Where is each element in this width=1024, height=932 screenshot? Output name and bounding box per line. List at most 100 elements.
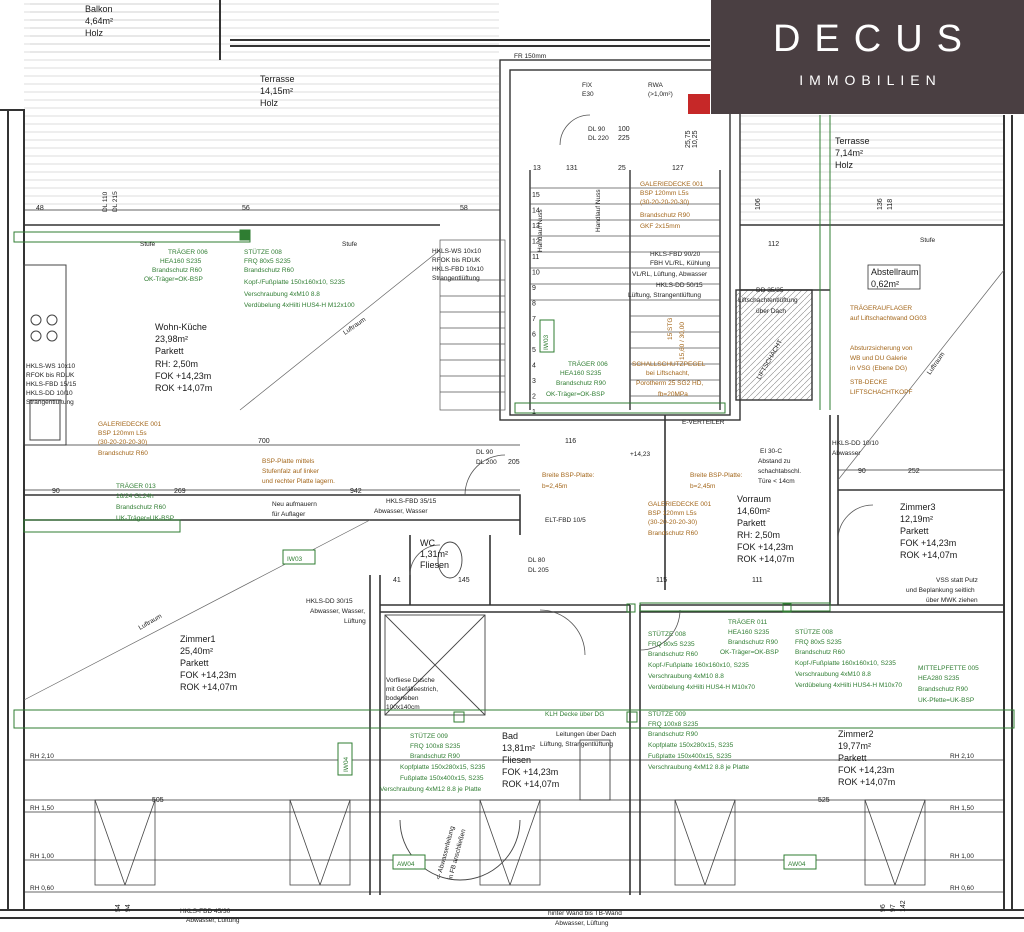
dimension-lines <box>24 209 1004 801</box>
label-rwa2: (>1,0m²) <box>648 91 673 98</box>
room-zimmer1: Zimmer1 25,40m² Parkett FOK +14,23m ROK … <box>180 634 237 692</box>
brand-logo-sub: IMMOBILIEN <box>799 72 942 88</box>
label-mittelpfette-3: Brandschutz R90 <box>918 686 968 693</box>
label-absturz-3: in VSG (Ebene DG) <box>850 365 907 372</box>
label-mittelpfette-2: HEA280 S235 <box>918 675 960 682</box>
label-hkls-fbd4530-2: Abwasser, Lüftung <box>186 917 240 924</box>
dim-112: 112 <box>768 241 779 248</box>
label-leitungen-2: Lüftung, Strangentlüftung <box>540 741 613 748</box>
label-galerie001b-4: Brandschutz R90 <box>640 212 690 219</box>
label-hkls-fbd3515-2: Abwasser, Wasser <box>374 508 428 515</box>
dim-25: 25 <box>618 165 626 172</box>
room-wohnkueche-name: Wohn-Küche <box>155 322 207 332</box>
label-stuetze008b: STÜTZE 008 <box>648 630 686 638</box>
left-stair <box>439 239 506 411</box>
label-mittelpfette: MITTELPFETTE 005 <box>918 665 979 672</box>
dim-131: 131 <box>566 165 578 172</box>
label-hkls-fbd-5: Lüftung, Strangentlüftung <box>628 292 701 299</box>
label-hinter-wand: hinter Wand bis TB-Wand <box>548 910 622 917</box>
label-absturz-4: STB-DECKE <box>850 379 888 386</box>
label-dl90b: DL 90 <box>476 449 493 456</box>
label-rh150b: RH 1,50 <box>950 805 974 812</box>
dim-106: 106 <box>755 198 762 210</box>
label-absturz-2: WB und DU Galerie <box>850 355 907 362</box>
label-galerie001b: GALERIEDECKE 001 <box>640 181 704 188</box>
room-vorraum-area: 14,60m² <box>737 506 770 516</box>
bathroom-fixtures <box>384 541 611 881</box>
label-stufe-1: Stufe <box>140 241 156 248</box>
brand-logo-main: DECUS <box>772 18 977 60</box>
label-rh210b: RH 2,10 <box>950 753 974 760</box>
label-stuetze008c-4: Kopf-/Fußplatte 160x160x10, S235 <box>795 660 896 667</box>
label-galerie001a-4: Brandschutz R60 <box>98 450 148 457</box>
dim-97: 97 <box>890 904 897 912</box>
stair-step-number: 9 <box>532 285 536 292</box>
room-zimmer3-rok: ROK +14,07m <box>900 550 957 560</box>
room-terrasse-1: Terrasse 14,15m² Holz <box>260 74 295 108</box>
room-abstellraum-name: Abstellraum <box>871 267 919 277</box>
label-traeger006b-2: HEA160 S235 <box>560 370 602 377</box>
label-stuetze008b-6: Verdübelung 4xHilti HUS4-H M10x70 <box>648 684 755 691</box>
label-stuetze008c-3: Brandschutz R60 <box>795 649 845 656</box>
stair-step-number: 8 <box>532 301 536 308</box>
room-abstellraum: Abstellraum 0,62m² <box>867 264 921 290</box>
label-dusche-4: 100x140cm <box>386 704 420 711</box>
label-galerie001a-2: BSP 120mm L5s <box>98 430 147 437</box>
label-stuetze008c: STÜTZE 008 <box>795 628 833 636</box>
room-zimmer2: Zimmer2 19,77m² Parkett FOK +14,23m ROK … <box>838 729 895 787</box>
wall-type-tags <box>282 319 817 870</box>
label-bsp-mittels: BSP-Platte mittels <box>262 458 315 465</box>
label-luftraum-3: Luftraum <box>926 351 946 376</box>
label-fr150: FR 150mm <box>514 53 546 60</box>
room-vorraum-fok: FOK +14,23m <box>737 542 793 552</box>
annotations: FR 150mm FIX E30 RWA (>1,0m²) DL 90 DL 2… <box>26 53 979 927</box>
label-stuetze009a: STÜTZE 009 <box>410 732 448 740</box>
label-schallschutz-4: fb=20MPa <box>658 391 688 398</box>
label-vss-3: über MWK ziehen <box>926 597 978 604</box>
label-traeger011-4: OK-Träger=OK-BSP <box>720 649 779 656</box>
room-zimmer2-fok: FOK +14,23m <box>838 765 894 775</box>
label-luftraum-2: Luftraum <box>138 613 164 632</box>
label-stuetze009b-3: Brandschutz R90 <box>648 731 698 738</box>
label-galerie001b-3: (30-20-20-20-30) <box>640 199 689 206</box>
label-hkls-dd3015-3: Lüftung <box>344 618 366 625</box>
label-hkls-left: HKLS-WS 10x10 <box>26 363 76 370</box>
label-hkls-fbd: HKLS-FBD 90/20 <box>650 251 701 258</box>
label-vss-2: und Beplankung seitlich <box>906 587 975 594</box>
room-abstellraum-area: 0,62m² <box>871 279 899 289</box>
room-wohnkueche-rh: RH: 2,50m <box>155 359 198 369</box>
label-dusche-3: bodeneben <box>386 695 419 702</box>
room-terrasse1-area: 14,15m² <box>260 86 293 96</box>
room-bad-floor: Fliesen <box>502 755 531 765</box>
label-ei30-3: schachtabschl. <box>758 468 801 475</box>
label-traeger006a-4: OK-Träger=OK-BSP <box>144 276 203 283</box>
label-schallschutz-2: bei Liftschacht, <box>646 370 690 377</box>
label-schallschutz-3: Porotherm 25 SG2 HD, <box>636 380 703 387</box>
label-dl205: DL 205 <box>528 567 549 574</box>
label-iw04: IW04 <box>343 756 350 772</box>
dim-525: 525 <box>818 797 830 804</box>
room-balkon: Balkon 4,64m² Holz <box>85 4 113 38</box>
room-bad-area: 13,81m² <box>502 743 535 753</box>
label-traeger006a-3: Brandschutz R60 <box>152 267 202 274</box>
label-stuetze008a-6: Verdübelung 4xHilti HUS4-H M12x100 <box>244 302 355 309</box>
dim-1025: 10,25 <box>692 130 699 148</box>
label-traeger011-3: Brandschutz R90 <box>728 639 778 646</box>
stair-step-number: 6 <box>532 332 536 339</box>
label-e30: E30 <box>582 91 594 98</box>
dim-90a: 90 <box>52 488 60 495</box>
dim-2575: 25,75 <box>685 130 692 148</box>
room-vorraum-rh: RH: 2,50m <box>737 530 780 540</box>
label-ei30: EI 30-C <box>760 448 782 455</box>
room-vorraum-rok: ROK +14,07m <box>737 554 794 564</box>
label-vss: VSS statt Putz <box>936 577 978 584</box>
dim-48: 48 <box>36 205 44 212</box>
label-hkls-ws-4: Strangentlüftung <box>432 275 480 282</box>
label-stuetze008b-2: FRQ 80x5 S235 <box>648 641 695 648</box>
room-terrasse-2: Terrasse 7,14m² Holz <box>835 136 870 170</box>
label-mittelpfette-4: UK-Pfette=UK-BSP <box>918 697 974 704</box>
label-stuetze009a-5: Fußplatte 150x400x15, S235 <box>400 775 484 782</box>
label-stuetze009b-4: Kopfplatte 150x280x15, S235 <box>648 742 734 749</box>
label-hkls-left-3: HKLS-FBD 15/15 <box>26 381 77 388</box>
balcony-deck <box>30 0 220 55</box>
